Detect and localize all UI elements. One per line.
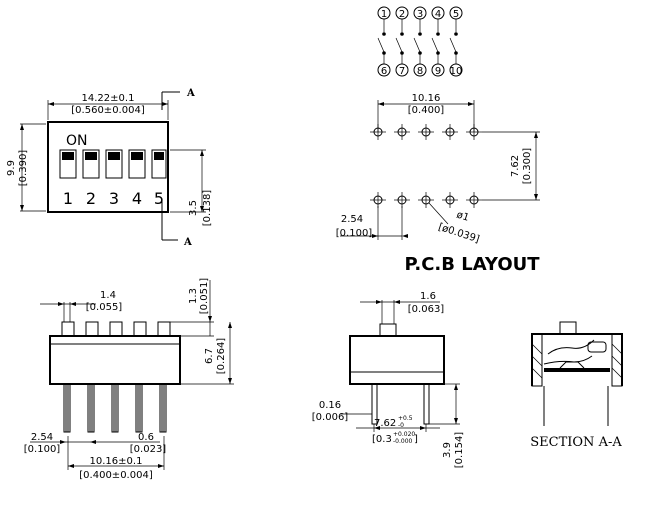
pcb-pitch-mm: 10.16 [412, 93, 441, 104]
section-outline [531, 333, 623, 386]
offset-in: [0.138] [202, 190, 213, 227]
front-view-body [49, 335, 181, 385]
pcb-row-mm: 7.62 [510, 155, 521, 177]
pcb-holes-top [370, 124, 482, 140]
switch-number-2: 2 [86, 189, 96, 208]
pin-label-10: 10 [450, 66, 463, 77]
pin-label-6: 6 [381, 66, 387, 77]
pin-label-2: 2 [399, 9, 405, 20]
side-view-body [349, 335, 445, 385]
side-pin-right [423, 383, 430, 425]
side-pin-in: [0.006] [312, 412, 349, 423]
top-width-mm: 14.22±0.1 [82, 93, 135, 104]
schematic-top-pins: 1 2 3 4 5 [377, 6, 463, 20]
switch-number-4: 4 [132, 189, 142, 208]
section-marker-top: A [186, 88, 195, 99]
front-actuators [61, 321, 171, 337]
switch-number-5: 5 [154, 189, 164, 208]
pin-label-7: 7 [399, 66, 405, 77]
pin-label-5: 5 [453, 9, 459, 20]
section-base [544, 368, 610, 372]
pcb-layout: 10.16 [0.400] 7.62 [0.300] 2.54 [336, 93, 540, 275]
side-act-in: [0.063] [408, 304, 445, 315]
top-view-body [47, 121, 169, 213]
side-row-in-close: ] [414, 434, 418, 445]
switch-windows [59, 149, 167, 179]
schematic-contacts [377, 19, 458, 64]
switch-number-1: 1 [63, 189, 73, 208]
front-pitch-mm: 2.54 [31, 432, 53, 443]
on-label: ON [66, 133, 88, 149]
front-span-mm: 10.16±0.1 [90, 456, 143, 467]
schematic-bottom-pins: 6 7 8 9 10 [377, 63, 463, 77]
pcb-spacing-in: [0.100] [336, 228, 373, 239]
pcb-layout-title: P.C.B LAYOUT [404, 254, 540, 275]
side-pin-mm: 0.16 [319, 400, 341, 411]
top-height-in: [0.390] [18, 150, 29, 187]
switch-schematic: 1 2 3 4 5 6 7 8 9 10 [377, 6, 463, 77]
front-span-in: [0.400±0.004] [79, 470, 153, 481]
pin-label-4: 4 [435, 9, 441, 20]
front-pins [63, 383, 167, 433]
switch-number-3: 3 [109, 189, 119, 208]
pin-label-9: 9 [435, 66, 441, 77]
side-row-tol-plus: +0.5 [398, 415, 413, 422]
side-act-mm: 1.6 [420, 291, 436, 302]
section-caption: SECTION A-A [530, 435, 622, 450]
side-row-in-tol-minus: -0.000 [393, 438, 413, 445]
pcb-pitch-in: [0.400] [408, 105, 445, 116]
front-actuator-mm: 1.4 [100, 290, 116, 301]
side-row-in-tol-plus: +0.020 [393, 431, 415, 438]
top-view: 14.22±0.1 [0.560±0.004] A 9.9 [0.390] ON… [6, 88, 213, 248]
top-width-in: [0.560±0.004] [71, 105, 145, 116]
pcb-hole-in: [ø0.039] [437, 222, 481, 246]
front-top-mm: 1.3 [188, 288, 199, 304]
front-view: 1.4 [0.055] 1.3 [0.051] 6.7 [0.264] [24, 278, 234, 481]
front-pin-mm: 0.6 [138, 432, 154, 443]
pcb-spacing-mm: 2.54 [341, 214, 363, 225]
pcb-hole-mm: ø1 [455, 209, 470, 223]
top-height-mm: 9.9 [6, 160, 17, 176]
section-marker-bottom: A [183, 237, 192, 248]
pin-label-8: 8 [417, 66, 423, 77]
side-row-tol-minus: -0 [398, 422, 404, 429]
front-pin-in: [0.023] [130, 444, 167, 455]
section-spring [547, 339, 595, 355]
pin-label-1: 1 [381, 9, 387, 20]
front-body-mm: 6.7 [204, 348, 215, 364]
front-actuator-in: [0.055] [86, 302, 123, 313]
section-actuator [559, 321, 577, 335]
side-view: 1.6 [0.063] 0.16 [0.006] 7.62 +0.5 -0 [0… [312, 291, 465, 468]
side-lead-mm: 3.9 [442, 442, 453, 458]
side-pin-left [371, 383, 378, 425]
pcb-row-in: [0.300] [522, 148, 533, 185]
side-actuator [379, 323, 397, 337]
side-row-mm: 7.62 [374, 418, 396, 429]
pin-label-3: 3 [417, 9, 423, 20]
offset-mm: 3.5 [188, 200, 199, 216]
front-pitch-in: [0.100] [24, 444, 61, 455]
pcb-holes-bottom [370, 192, 482, 208]
section-view: SECTION A-A [530, 321, 623, 450]
side-row-in: [0.3 [372, 434, 392, 445]
front-top-in: [0.051] [199, 278, 210, 315]
front-body-in: [0.264] [216, 338, 227, 375]
side-lead-in: [0.154] [454, 432, 465, 469]
